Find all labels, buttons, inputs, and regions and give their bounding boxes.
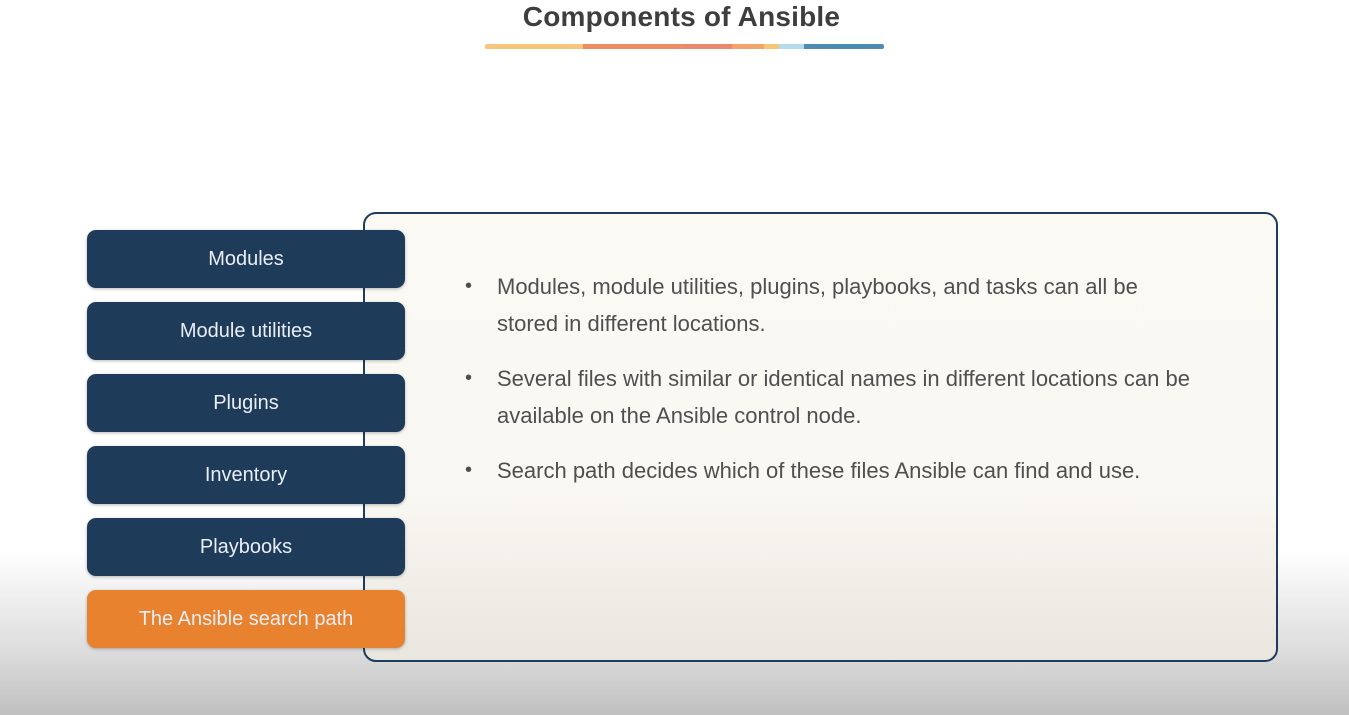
- underline-segment: [764, 44, 780, 49]
- bullet-item: Search path decides which of these files…: [463, 452, 1197, 489]
- nav-chip-plugins: Plugins: [87, 374, 405, 432]
- nav-chip-module-utilities: Module utilities: [87, 302, 405, 360]
- bullet-item: Modules, module utilities, plugins, play…: [463, 268, 1197, 342]
- bullet-list: Modules, module utilities, plugins, play…: [365, 214, 1276, 489]
- title-underline-decoration: [485, 44, 884, 49]
- underline-segment: [804, 44, 884, 49]
- nav-chip-ansible-search-path: The Ansible search path: [87, 590, 405, 648]
- underline-segment: [582, 44, 685, 49]
- underline-segment: [779, 44, 805, 49]
- content-panel: Modules, module utilities, plugins, play…: [363, 212, 1278, 662]
- underline-segment: [485, 44, 583, 49]
- nav-chip-inventory: Inventory: [87, 446, 405, 504]
- page-title: Components of Ansible: [522, 1, 841, 32]
- bullet-item: Several files with similar or identical …: [463, 360, 1197, 434]
- underline-segment: [684, 44, 733, 49]
- nav-chip-playbooks: Playbooks: [87, 518, 405, 576]
- nav-chip-modules: Modules: [87, 230, 405, 288]
- underline-segment: [732, 44, 765, 49]
